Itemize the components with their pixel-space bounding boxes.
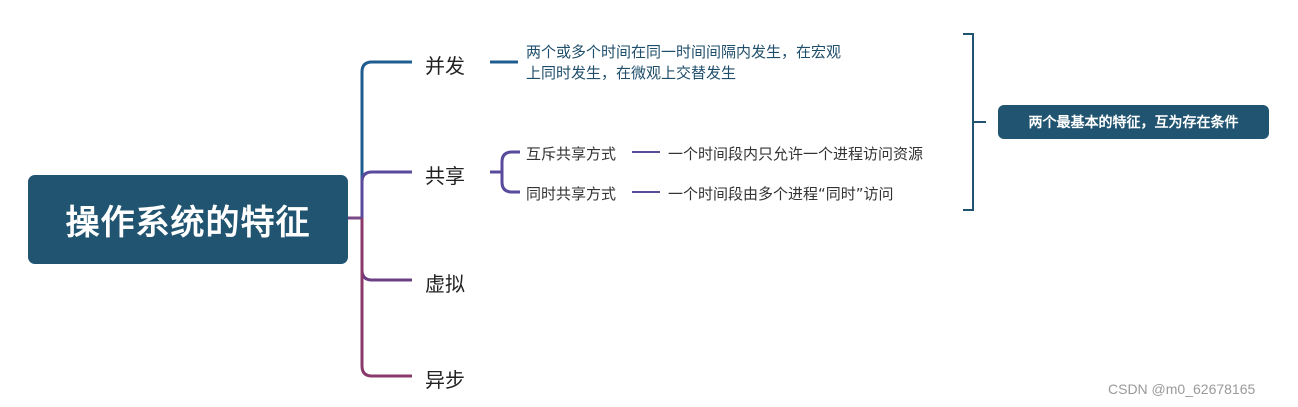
summary-node: 两个最基本的特征，互为存在条件 [998,105,1269,139]
branch-async: 异步 [425,368,465,392]
root-node: 操作系统的特征 [28,175,348,264]
sharing-mode-simultaneous-desc: 一个时间段由多个进程“同时”访问 [668,185,894,203]
connector-sharing-mode1 [500,150,520,172]
branch-sharing: 共享 [425,164,465,188]
concurrency-description-line1: 两个或多个时间在同一时间间隔内发生，在宏观 [526,43,842,61]
summary-bracket [963,33,974,211]
branch-concurrency: 并发 [425,54,465,78]
sharing-mode-mutex-desc: 一个时间段内只允许一个进程访问资源 [668,145,924,163]
concurrency-description-line2: 上同时发生，在微观上交替发生 [526,64,737,82]
sharing-mode-simultaneous: 同时共享方式 [526,185,617,203]
watermark: CSDN @m0_62678165 [1108,381,1256,397]
connector-async [360,218,412,378]
connector-sharing-mode2 [500,172,520,194]
branch-virtual: 虚拟 [425,272,465,296]
connector-virtual [360,218,412,282]
concurrency-description: 两个或多个时间在同一时间间隔内发生，在宏观 上同时发生，在微观上交替发生 [526,42,841,84]
connector-concurrency [360,60,412,218]
sharing-mode-mutex: 互斥共享方式 [526,145,617,163]
connector-sharing [360,170,412,218]
